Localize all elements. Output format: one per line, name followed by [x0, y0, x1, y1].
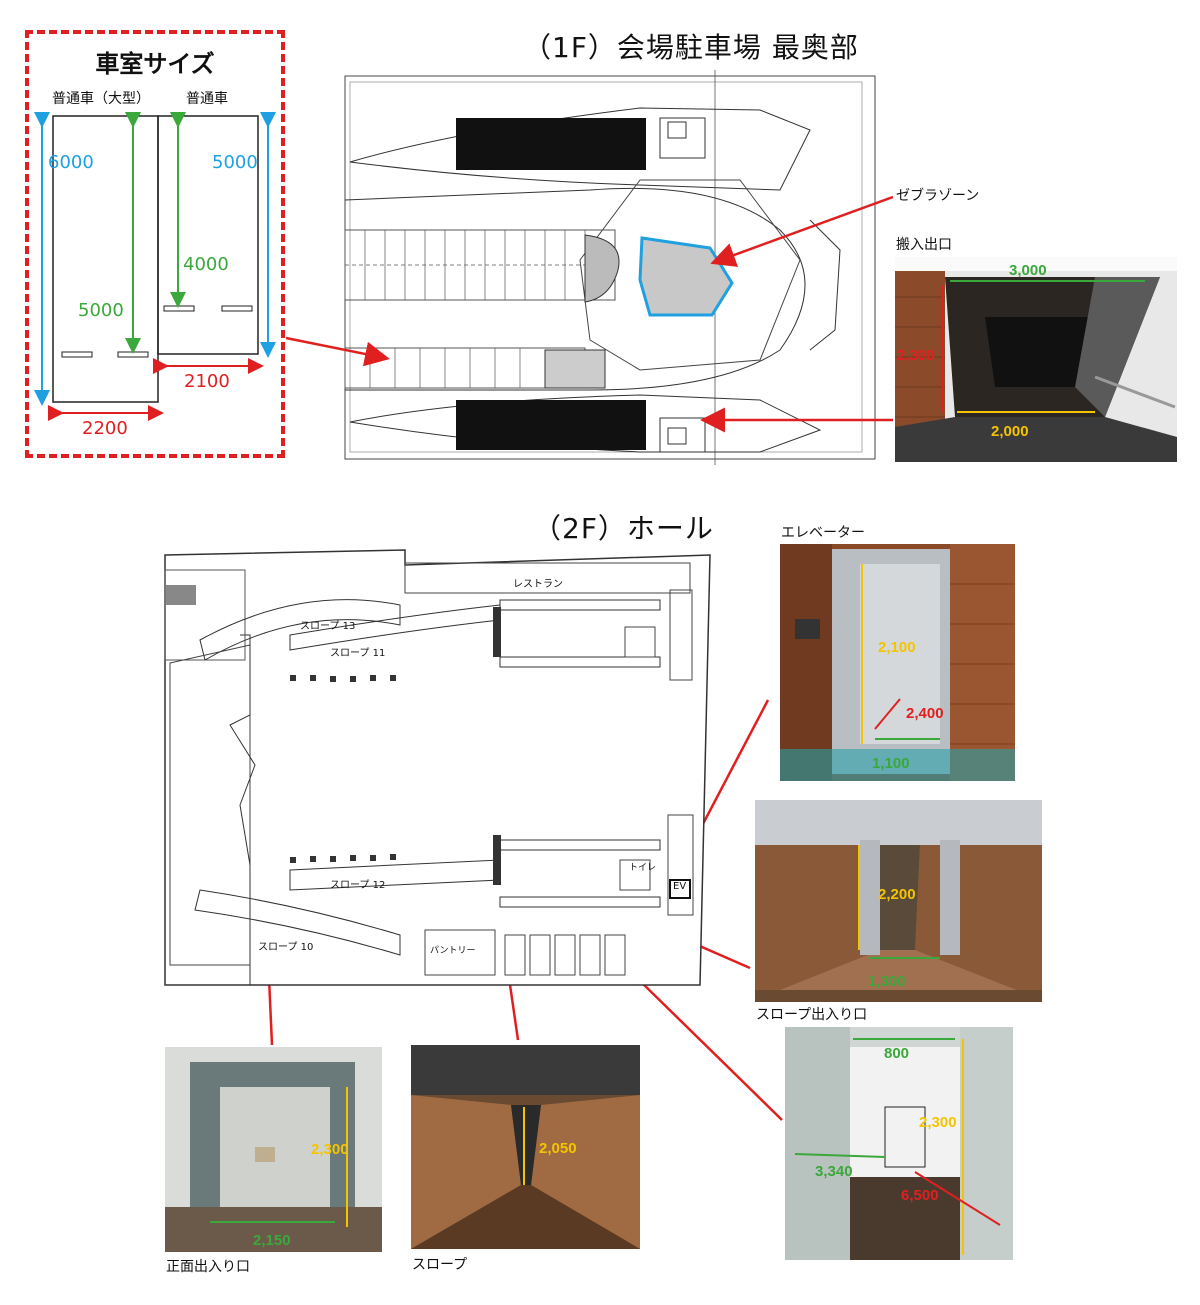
- large-car-label: 普通車（大型）: [52, 91, 150, 107]
- large-length-label: 6000: [48, 152, 94, 173]
- plan-slope12-label: スロープ 12: [330, 880, 386, 891]
- elevator-width-label: 1,100: [872, 755, 910, 772]
- front-entrance-width-label: 2,150: [253, 1232, 291, 1249]
- slope-entrance-caption: スロープ出入り口: [756, 1007, 868, 1023]
- side-door-height-label: 2,300: [919, 1114, 957, 1131]
- elevator-height-label: 2,100: [878, 639, 916, 656]
- plan-restaurant-label: レストラン: [513, 579, 563, 590]
- front-entrance-photo: 2,300 2,150: [165, 1047, 382, 1252]
- slope-height-label: 2,050: [539, 1140, 577, 1157]
- plan-slope13-label: スロープ 13: [300, 621, 356, 632]
- normal-length-label: 5000: [212, 152, 258, 173]
- elevator-depth-label: 2,400: [906, 705, 944, 722]
- slope-caption: スロープ: [412, 1257, 468, 1273]
- elevator-photo: 2,100 2,400 1,100: [780, 544, 1015, 781]
- slope-entrance-photo: 2,200 1,300: [755, 800, 1042, 1002]
- normal-width-label: 2100: [184, 371, 230, 392]
- normal-car-label: 普通車: [186, 91, 228, 107]
- elevator-caption: エレベーター: [781, 525, 865, 541]
- cabin-size-heading: 車室サイズ: [95, 50, 215, 78]
- large-inner-label: 5000: [78, 300, 124, 321]
- side-door-photo: 800 2,300 3,340 6,500: [785, 1027, 1013, 1260]
- front-entrance-caption: 正面出入り口: [166, 1259, 250, 1275]
- normal-inner-label: 4000: [183, 254, 229, 275]
- section-2f-title: （2F）ホール: [533, 512, 714, 545]
- plan-ev-label: EV: [673, 881, 687, 892]
- cabin-size-diagram: [34, 112, 276, 421]
- slope-entrance-height-label: 2,200: [878, 886, 916, 903]
- front-entrance-height-label: 2,300: [311, 1141, 349, 1158]
- section-1f-title: （1F）会場駐車場 最奥部: [523, 31, 859, 64]
- slope-photo: 2,050: [411, 1045, 640, 1249]
- side-door-depth2-label: 6,500: [901, 1187, 939, 1204]
- plan-slope10-label: スロープ 10: [258, 942, 314, 953]
- plan-slope11-label: スロープ 11: [330, 648, 386, 659]
- cabin-size-panel: [25, 30, 285, 458]
- floorplan-2f: [164, 549, 711, 986]
- loading-width-bottom-label: 2,000: [991, 423, 1029, 440]
- plan-pantry-label: パントリー: [430, 946, 476, 956]
- loading-entrance-photo: 3,000 2,300 2,000: [895, 257, 1177, 462]
- zebra-zone-label: ゼブラゾーン: [896, 188, 980, 204]
- side-door-width-label: 800: [884, 1045, 910, 1062]
- side-door-depth1-label: 3,340: [815, 1163, 853, 1180]
- loading-entrance-label: 搬入出口: [896, 237, 952, 253]
- slope-entrance-width-label: 1,300: [868, 973, 906, 990]
- loading-width-top-label: 3,000: [1009, 262, 1047, 279]
- loading-height-label: 2,300: [897, 347, 935, 364]
- plan-toilet-label: トイレ: [629, 863, 657, 873]
- floorplan-1f: [344, 70, 876, 465]
- large-width-label: 2200: [82, 418, 128, 439]
